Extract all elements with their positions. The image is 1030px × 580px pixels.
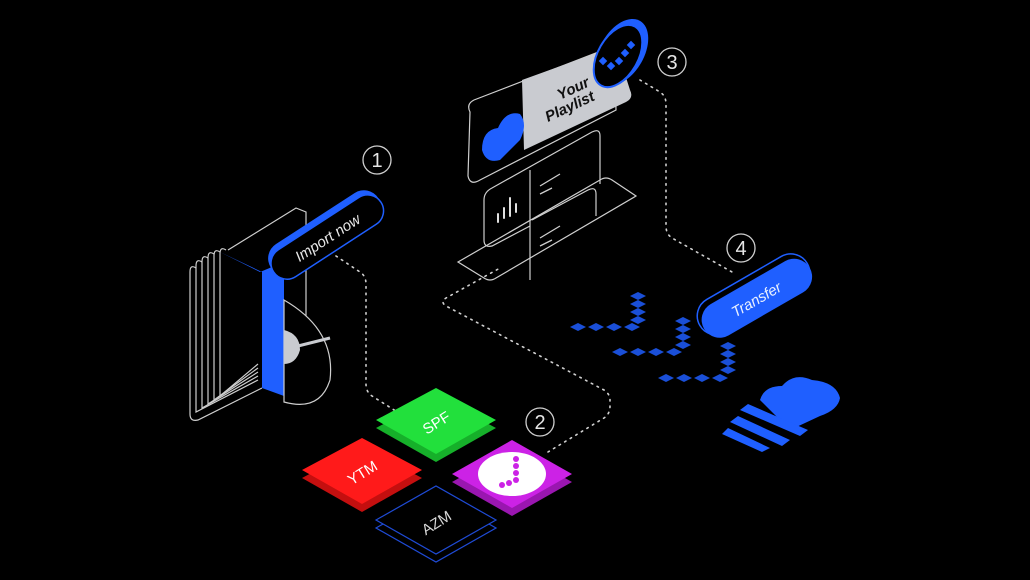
- service-tile-spf[interactable]: SPF: [376, 388, 496, 462]
- import-now-button[interactable]: Import now: [262, 184, 390, 286]
- pixel-trail-icon: [570, 292, 736, 382]
- service-tile-deezer[interactable]: [452, 440, 572, 516]
- step-3-badge: 3: [657, 47, 687, 77]
- pixel-diamond: [675, 325, 691, 333]
- transfer-button[interactable]: Transfer: [690, 247, 818, 345]
- step-4-badge: 4: [726, 233, 756, 263]
- pixel-diamond: [720, 350, 736, 358]
- pixel-diamond: [606, 323, 622, 331]
- record-crate-icon: [189, 207, 332, 421]
- pixel-diamond: [630, 292, 646, 300]
- pixel-diamond: [624, 323, 640, 331]
- pixel-diamond: [630, 348, 646, 356]
- pixel-diamond: [658, 374, 674, 382]
- svg-text:4: 4: [735, 238, 746, 260]
- audio-wave-icon: [497, 197, 517, 223]
- pixel-diamond: [720, 358, 736, 366]
- pixel-diamond: [676, 374, 692, 382]
- playlist-stand-outline: [456, 130, 638, 281]
- connector-1-2: [335, 255, 411, 421]
- heart-icon: [482, 113, 524, 161]
- pixel-diamond: [694, 374, 710, 382]
- pixel-diamond: [712, 374, 728, 382]
- pixel-diamond: [630, 300, 646, 308]
- service-tile-azm[interactable]: AZM: [374, 485, 498, 563]
- pixel-diamond: [666, 348, 682, 356]
- svg-text:1: 1: [371, 150, 382, 172]
- connector-2-3: [442, 267, 611, 453]
- connector-3-4: [639, 79, 733, 273]
- pixel-diamond: [720, 366, 736, 374]
- pixel-diamond: [675, 333, 691, 341]
- deezer-logo-icon: [478, 452, 546, 496]
- pixel-diamond: [570, 323, 586, 331]
- pixel-diamond: [675, 341, 691, 349]
- step-2-badge: 2: [525, 407, 555, 437]
- pixel-diamond: [648, 348, 664, 356]
- pixel-diamond: [630, 316, 646, 324]
- pixel-diamond: [675, 317, 691, 325]
- playlist-card: Your Playlist: [467, 18, 649, 183]
- svg-text:3: 3: [666, 52, 677, 74]
- pixel-diamond: [630, 308, 646, 316]
- pixel-diamond: [612, 348, 628, 356]
- pixel-diamond: [720, 342, 736, 350]
- cloud-destination-icon: [722, 377, 840, 452]
- step-1-badge: 1: [362, 145, 392, 175]
- svg-text:2: 2: [534, 412, 545, 434]
- pixel-diamond: [588, 323, 604, 331]
- service-tile-ytm[interactable]: YTM: [302, 438, 422, 512]
